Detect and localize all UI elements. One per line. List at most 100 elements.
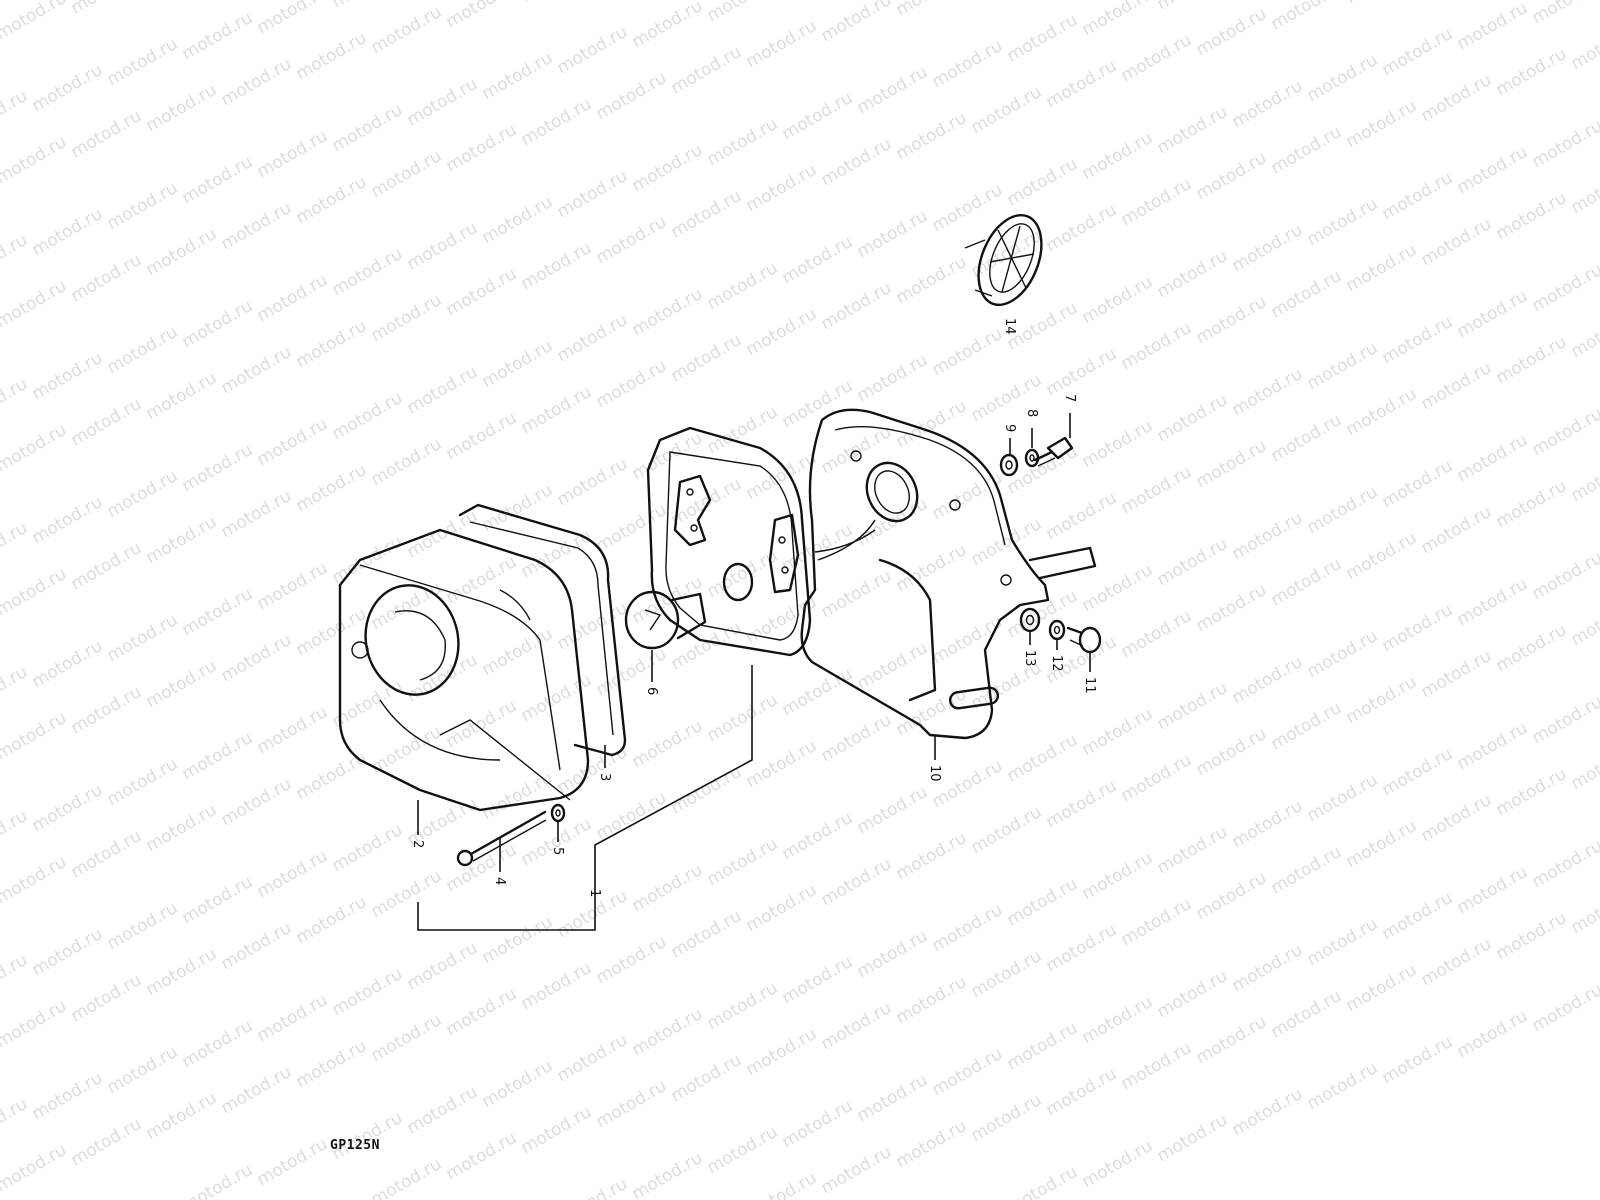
watermark-text: motod.ru	[593, 932, 671, 988]
watermark-text: motod.ru	[179, 1160, 257, 1200]
watermark-text: motod.ru	[1343, 96, 1421, 152]
watermark-text: motod.ru	[1568, 594, 1600, 650]
watermark-text: motod.ru	[143, 656, 221, 712]
watermark-text: motod.ru	[443, 552, 521, 608]
watermark-text: motod.ru	[1418, 214, 1496, 270]
watermark-text: motod.ru	[854, 926, 932, 982]
watermark-text: motod.ru	[104, 466, 182, 522]
watermark-text: motod.ru	[668, 186, 746, 242]
watermark-text: motod.ru	[1529, 548, 1600, 604]
watermark-text: motod.ru	[1343, 960, 1421, 1016]
watermark-text: motod.ru	[1343, 672, 1421, 728]
watermark-text: motod.ru	[104, 322, 182, 378]
watermark-text: motod.ru	[1454, 718, 1532, 774]
watermark-text: motod.ru	[404, 1082, 482, 1138]
watermark-text: motod.ru	[404, 218, 482, 274]
watermark-text: motod.ru	[0, 662, 31, 718]
watermark-text: motod.ru	[1229, 652, 1307, 708]
watermark-text: motod.ru	[368, 434, 446, 490]
watermark-text: motod.ru	[479, 912, 557, 968]
watermark-text: motod.ru	[593, 68, 671, 124]
watermark-text: motod.ru	[893, 828, 971, 884]
watermark-text: motod.ru	[404, 650, 482, 706]
watermark-text: motod.ru	[593, 356, 671, 412]
watermark-text: motod.ru	[818, 278, 896, 334]
watermark-text: motod.ru	[1268, 986, 1346, 1042]
watermark-text: motod.ru	[818, 1142, 896, 1198]
watermark-text: motod.ru	[1304, 194, 1382, 250]
watermark-text: motod.ru	[893, 0, 971, 20]
watermark-text: motod.ru	[218, 342, 296, 398]
watermark-text: motod.ru	[1154, 0, 1232, 14]
gasket-icon	[458, 503, 627, 757]
watermark-text: motod.ru	[1379, 600, 1457, 656]
watermark-text: motod.ru	[1004, 1162, 1082, 1200]
watermark-text: motod.ru	[443, 696, 521, 752]
watermark-text: motod.ru	[1493, 44, 1571, 100]
watermark-text: motod.ru	[68, 538, 146, 594]
watermark-text: motod.ru	[329, 820, 407, 876]
watermark-text: motod.ru	[629, 860, 707, 916]
watermark-text: motod.ru	[704, 834, 782, 890]
watermark-text: motod.ru	[254, 702, 332, 758]
callout-11: 11	[1082, 677, 1097, 694]
watermark-text: motod.ru	[1193, 1012, 1271, 1068]
watermark-text: motod.ru	[368, 866, 446, 922]
watermark-text: motod.ru	[1118, 894, 1196, 950]
screw-icon	[456, 810, 547, 867]
watermark-text: motod.ru	[254, 558, 332, 614]
watermark-text: motod.ru	[0, 996, 70, 1052]
watermark-text: motod.ru	[368, 146, 446, 202]
watermark-text: motod.ru	[743, 448, 821, 504]
watermark-text: motod.ru	[0, 518, 31, 574]
watermark-text: motod.ru	[854, 494, 932, 550]
watermark-text: motod.ru	[593, 500, 671, 556]
watermark-text: motod.ru	[668, 42, 746, 98]
watermark-text: motod.ru	[1043, 488, 1121, 544]
watermark-text: motod.ru	[704, 258, 782, 314]
callout-6: 6	[644, 687, 659, 695]
watermark-text: motod.ru	[1454, 286, 1532, 342]
watermark-text: motod.ru	[29, 1068, 107, 1124]
watermark-text: motod.ru	[1379, 1032, 1457, 1088]
watermark-text: motod.ru	[143, 944, 221, 1000]
watermark-text: motod.ru	[218, 486, 296, 542]
watermark-text: motod.ru	[1043, 776, 1121, 832]
watermark-text: motod.ru	[1268, 266, 1346, 322]
watermark-text: motod.ru	[554, 22, 632, 78]
watermark-text: motod.ru	[1454, 1006, 1532, 1062]
watermark-text: motod.ru	[143, 368, 221, 424]
watermark-text: motod.ru	[1343, 528, 1421, 584]
watermark-text: motod.ru	[743, 16, 821, 72]
watermark-text: motod.ru	[1118, 606, 1196, 662]
watermark-text: motod.ru	[704, 1122, 782, 1178]
watermark-text: motod.ru	[1379, 456, 1457, 512]
watermark-text: motod.ru	[743, 160, 821, 216]
watermark-text: motod.ru	[518, 238, 596, 294]
watermark-text: motod.ru	[68, 826, 146, 882]
watermark-text: motod.ru	[779, 376, 857, 432]
watermark-text: motod.ru	[104, 1042, 182, 1098]
watermark-text: motod.ru	[443, 0, 521, 32]
watermark-text: motod.ru	[0, 0, 70, 44]
watermark-text: motod.ru	[1154, 966, 1232, 1022]
watermark-text: motod.ru	[968, 946, 1046, 1002]
watermark-text: motod.ru	[929, 1044, 1007, 1100]
watermark-text: motod.ru	[929, 900, 1007, 956]
watermark-text: motod.ru	[1193, 292, 1271, 348]
watermark-text: motod.ru	[743, 736, 821, 792]
washer-icon	[550, 803, 566, 823]
watermark-text: motod.ru	[854, 1070, 932, 1126]
watermark-text: motod.ru	[704, 114, 782, 170]
watermark-text: motod.ru	[704, 402, 782, 458]
watermark-text: motod.ru	[743, 880, 821, 936]
watermark-text: motod.ru	[1229, 364, 1307, 420]
lens-icon	[338, 528, 590, 812]
watermark-text: motod.ru	[0, 564, 70, 620]
watermark-text: motod.ru	[293, 1036, 371, 1092]
watermark-text: motod.ru	[1568, 306, 1600, 362]
watermark-text: motod.ru	[443, 120, 521, 176]
watermark-text: motod.ru	[1268, 410, 1346, 466]
watermark-text: motod.ru	[893, 252, 971, 308]
